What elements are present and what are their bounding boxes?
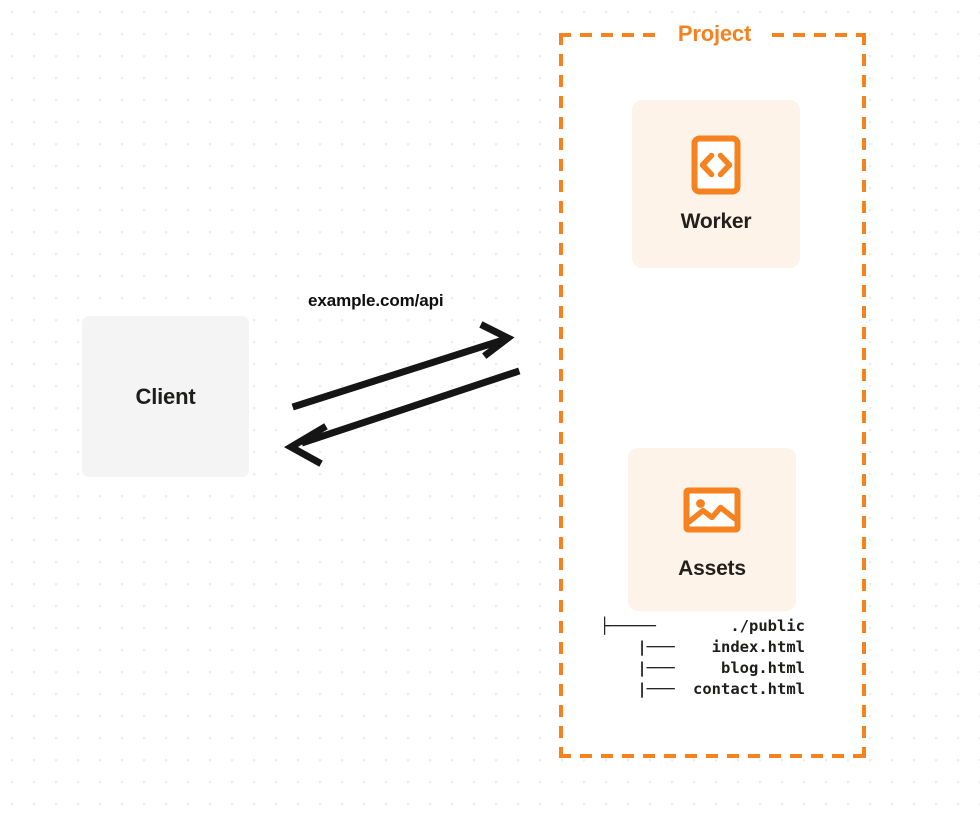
- file-tree-branch: |───: [600, 680, 675, 698]
- project-border-left: [559, 33, 563, 758]
- arrow-request-inbound-head: [283, 423, 328, 467]
- node-assets[interactable]: Assets: [628, 448, 796, 611]
- image-picture-icon: [683, 487, 741, 532]
- code-brackets-icon: [691, 135, 741, 195]
- file-tree-name: blog.html: [721, 659, 805, 677]
- arrow-request-outbound-shaft: [291, 335, 508, 411]
- node-assets-label: Assets: [678, 556, 746, 580]
- arrow-request-inbound-shaft: [300, 367, 521, 447]
- node-client[interactable]: Client: [82, 316, 249, 477]
- asset-file-tree: ├───── ./public |─── index.html |─── blo…: [600, 616, 805, 700]
- node-worker-label: Worker: [680, 210, 752, 233]
- file-tree-row: |─── index.html: [600, 637, 805, 658]
- file-tree-branch: |───: [600, 638, 675, 656]
- file-tree-row: |─── contact.html: [600, 679, 805, 700]
- file-tree-name: contact.html: [693, 680, 805, 698]
- file-tree-row: ├───── ./public: [600, 616, 805, 637]
- file-tree-name: index.html: [711, 638, 805, 656]
- project-label: Project: [657, 20, 772, 48]
- node-worker[interactable]: Worker: [632, 100, 800, 268]
- project-border-top-left: [559, 33, 657, 37]
- edge-label-request: example.com/api: [308, 291, 444, 310]
- file-tree-row: |─── blog.html: [600, 658, 805, 679]
- file-tree-branch: |───: [600, 659, 675, 677]
- arrow-request-outbound-head: [479, 321, 515, 359]
- file-tree-branch: ├─────: [600, 617, 656, 635]
- project-border-top-right: [772, 33, 866, 37]
- project-border-bottom: [559, 754, 866, 758]
- file-tree-name: ./public: [730, 617, 805, 635]
- node-client-label: Client: [135, 383, 196, 409]
- project-border-right: [862, 33, 866, 758]
